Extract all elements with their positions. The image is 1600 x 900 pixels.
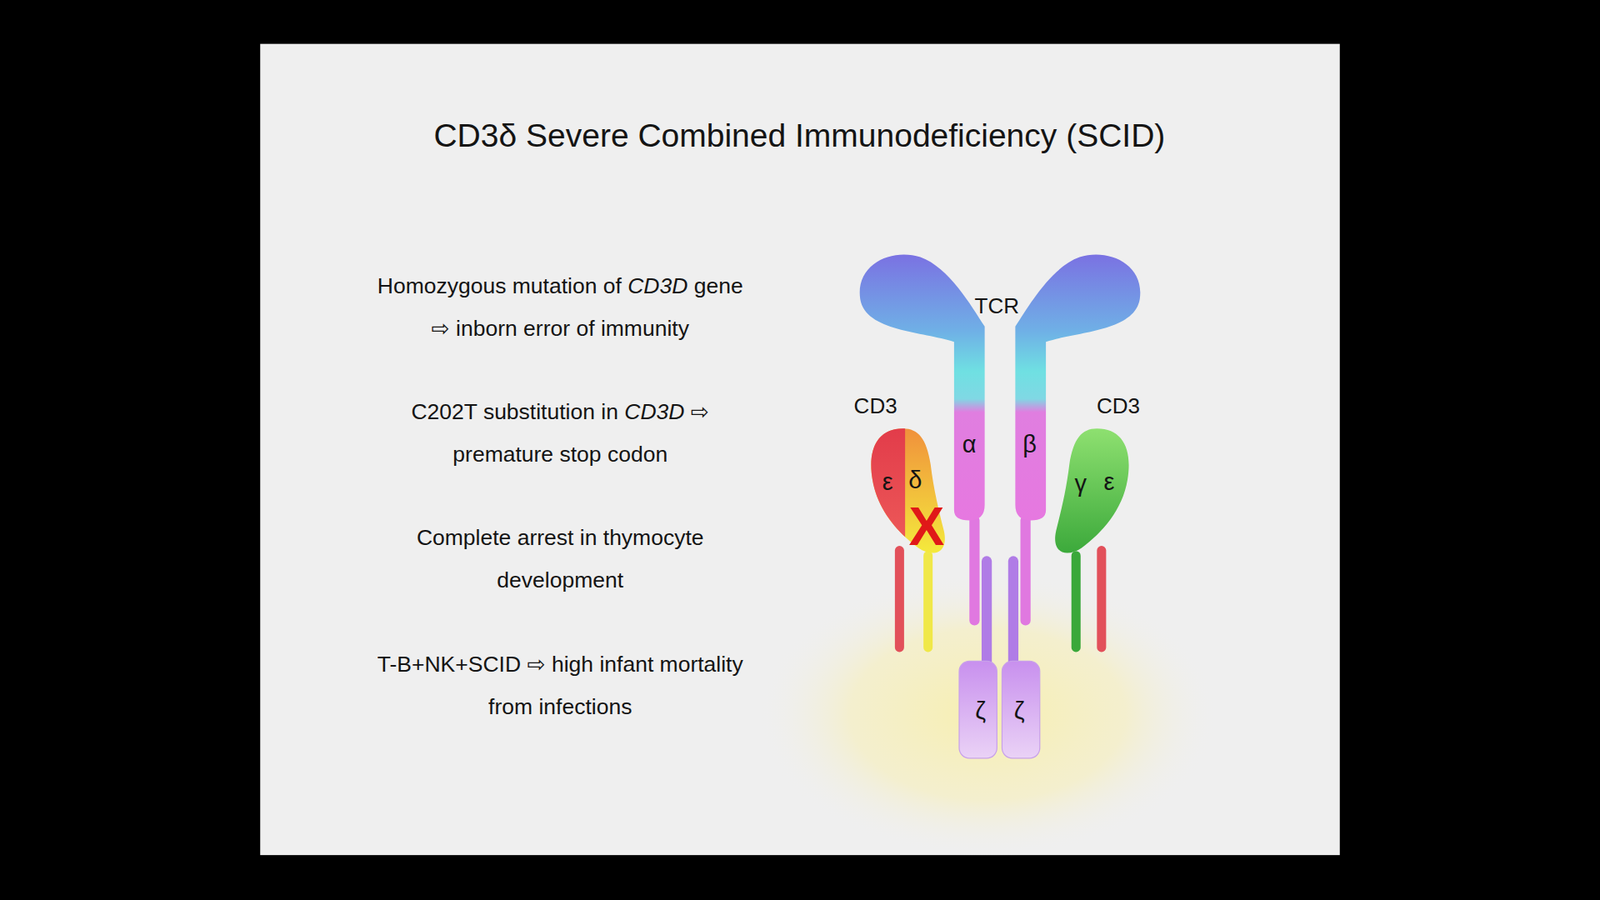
chain-label: ζ	[975, 697, 986, 725]
tcr-label: TCR	[975, 293, 1020, 320]
chain-label: ε	[882, 467, 894, 495]
chain-label: ε	[1104, 467, 1115, 495]
zeta-chain	[959, 660, 997, 758]
cd3-epsilon	[870, 428, 905, 553]
bullet-text: C202T substitution in CD3D ⇨ premature s…	[372, 390, 748, 476]
epsilon-transmembrane	[1096, 545, 1106, 652]
chain-label: β	[1022, 430, 1037, 458]
cd3-gamma	[1055, 428, 1129, 553]
beta-transmembrane	[1020, 515, 1030, 625]
mutation-mark: X	[908, 495, 945, 558]
alpha-transmembrane	[969, 515, 980, 625]
cd3-label: CD3	[854, 393, 898, 420]
epsilon-transmembrane	[895, 545, 905, 652]
slide-title: CD3δ Severe Combined Immunodeficiency (S…	[433, 117, 1165, 155]
chain-label: α	[962, 430, 977, 458]
chain-label: δ	[908, 465, 922, 494]
cd3-label: CD3	[1096, 393, 1140, 420]
bullet-text: T-B+NK+SCID ⇨ high infant mortality from…	[372, 643, 748, 729]
chain-label: ζ	[1014, 697, 1025, 725]
gamma-transmembrane	[1071, 550, 1081, 652]
chain-label: γ	[1074, 470, 1087, 498]
bullet-text: Complete arrest in thymocyte development	[372, 516, 748, 602]
zeta-stem	[1008, 555, 1019, 669]
bullet-text: Homozygous mutation of CD3D gene ⇨ inbor…	[372, 265, 748, 350]
zeta-chain	[1001, 660, 1040, 758]
delta-transmembrane	[923, 550, 933, 652]
zeta-stem	[981, 555, 992, 669]
